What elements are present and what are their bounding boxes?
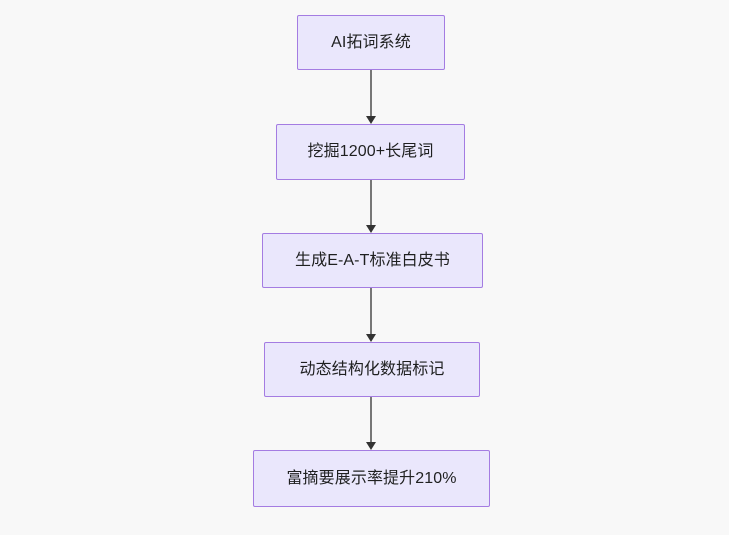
flow-node-label: AI拓词系统 — [331, 33, 411, 51]
edge-connector-3 — [366, 288, 376, 342]
arrowhead-icon — [366, 334, 376, 342]
flow-node-mine-longtail-keywords[interactable]: 挖掘1200+长尾词 — [276, 124, 465, 180]
edge-line — [370, 180, 372, 225]
edge-connector-1 — [366, 70, 376, 124]
flow-node-ai-keyword-system[interactable]: AI拓词系统 — [297, 15, 445, 70]
flow-node-generate-eat-whitepaper[interactable]: 生成E-A-T标准白皮书 — [262, 233, 483, 288]
flow-node-label: 生成E-A-T标准白皮书 — [295, 251, 450, 269]
edge-connector-4 — [366, 397, 376, 450]
flow-node-dynamic-structured-data-markup[interactable]: 动态结构化数据标记 — [264, 342, 480, 397]
edge-line — [370, 397, 372, 442]
flow-node-label: 挖掘1200+长尾词 — [307, 143, 434, 161]
arrowhead-icon — [366, 225, 376, 233]
flow-node-label: 动态结构化数据标记 — [299, 360, 445, 378]
edge-line — [370, 288, 372, 334]
flow-node-rich-snippet-impression-lift[interactable]: 富摘要展示率提升210% — [253, 450, 490, 507]
arrowhead-icon — [366, 442, 376, 450]
edge-line — [370, 70, 372, 116]
edge-connector-2 — [366, 180, 376, 233]
flow-node-label: 富摘要展示率提升210% — [286, 469, 457, 487]
arrowhead-icon — [366, 116, 376, 124]
